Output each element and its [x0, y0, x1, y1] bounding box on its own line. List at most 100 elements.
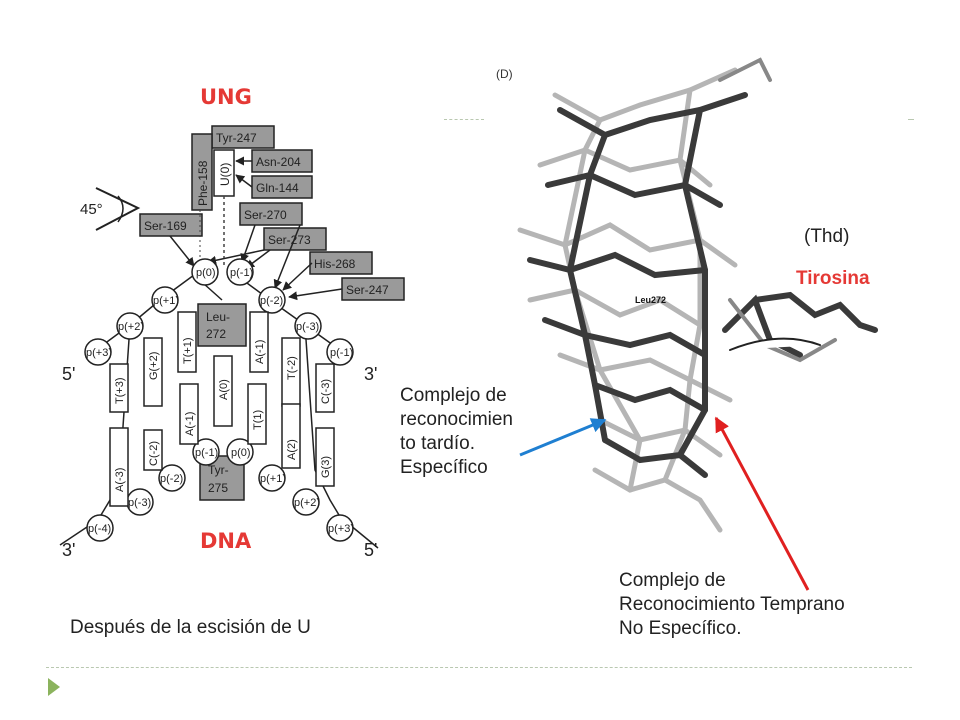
phosphate-pim2-label: p(-2) [160, 473, 183, 485]
base-g-p2-label: G(+2) [148, 352, 160, 380]
base-t-m2-label: T(-2) [286, 356, 298, 380]
his268-label: His-268 [314, 257, 356, 271]
phosphate-p0-label: p(0) [196, 267, 216, 279]
leu272-label-a: Leu- [206, 310, 230, 324]
base-a-im1 [179, 383, 199, 445]
dna-title: DNA [200, 529, 252, 553]
ser169-box [139, 213, 203, 237]
late-complex-arrow [519, 418, 607, 457]
base-t-p3-label: T(+3) [114, 377, 126, 404]
phosphate-pj1 [326, 338, 354, 366]
phosphate-pi1-label: p(-1) [195, 447, 218, 459]
phosphate-pp3-label: p(+3) [86, 347, 112, 359]
phosphate-pip3 [326, 514, 354, 542]
base-t-i1-label: T(1) [252, 410, 264, 430]
phosphate-pm1 [226, 258, 254, 286]
ung-title: UNG [200, 85, 252, 109]
base-t-i1 [247, 383, 267, 445]
phosphate-pip1-label: p(+1) [260, 473, 286, 485]
phosphate-pim4 [86, 514, 114, 542]
end-3prime-right: 3' [364, 364, 377, 384]
phosphate-pim2 [158, 464, 186, 492]
u0-label: U(0) [218, 163, 232, 186]
base-a-im3 [109, 427, 129, 507]
angle-label: 45° [80, 201, 103, 218]
tyr275-label-b: 275 [208, 481, 228, 495]
late-complex-line: to tardío. [400, 433, 475, 454]
phosphate-pi1 [192, 438, 220, 466]
late-complex-line: Complejo de [400, 385, 507, 406]
angle-indicator: 45° [80, 187, 141, 231]
phosphate-pm2 [258, 286, 286, 314]
late-complex-line: reconocimien [400, 409, 513, 430]
phosphate-pp2 [116, 312, 144, 340]
dna-stick-structure [517, 57, 878, 533]
gln144-label: Gln-144 [256, 181, 299, 195]
phosphate-pim4-label: p(-4) [88, 523, 111, 535]
phe158-box [191, 133, 213, 211]
phosphate-pp1-label: p(+1) [153, 295, 179, 307]
tyr247-label: Tyr-247 [216, 131, 257, 145]
phosphate-pm2-label: p(-2) [260, 295, 283, 307]
phe158-label: Phe-158 [196, 160, 210, 206]
panel-label: (D) [496, 67, 513, 81]
phosphate-pj1-label: p(-1) [330, 347, 353, 359]
asn204-label: Asn-204 [256, 155, 301, 169]
base-a-im3-label: A(-3) [114, 468, 126, 492]
base-c-im2 [143, 429, 163, 471]
end-5prime-right: 5' [364, 540, 377, 560]
phosphate-pip3-label: p(+3) [328, 523, 354, 535]
divider-top-left [444, 119, 484, 120]
base-t-p1-label: T(+1) [182, 337, 194, 364]
thd-label: (Thd) [804, 226, 849, 247]
ser270-label: Ser-270 [244, 208, 287, 222]
base-a-m1-label: A(-1) [254, 340, 266, 364]
early-complex-arrow [714, 416, 810, 591]
phosphate-pp1 [151, 286, 179, 314]
phosphate-pi0 [226, 438, 254, 466]
phosphate-pip2 [292, 488, 320, 516]
base-t-p1 [177, 311, 197, 373]
base-a-i2-label: A(2) [286, 439, 298, 460]
base-c-im2-label: C(-2) [148, 441, 160, 466]
phosphate-pp2-label: p(+2) [118, 321, 144, 333]
early-complex-caption: Complejo de Reconocimiento Temprano No E… [619, 569, 919, 641]
late-complex-caption: Complejo de reconocimien to tardío. Espe… [400, 384, 550, 480]
ser169-label: Ser-169 [144, 219, 187, 233]
phosphate-pm1-label: p(-1) [230, 267, 253, 279]
base-a-im1-label: A(-1) [184, 412, 196, 436]
base-g-p2 [143, 337, 163, 407]
divider-top-right [908, 119, 914, 120]
phosphate-pip1 [258, 464, 286, 492]
base-a-i2 [281, 403, 301, 469]
base-c-m3-label: C(-3) [320, 379, 332, 404]
his268-box [309, 251, 373, 275]
tyr275-label-a: Tyr- [208, 463, 229, 477]
late-complex-line: Específico [400, 457, 488, 478]
early-complex-line: Reconocimiento Temprano [619, 594, 845, 615]
early-complex-line: Complejo de [619, 570, 726, 591]
base-a-0 [213, 355, 233, 427]
phosphate-pi0-label: p(0) [231, 447, 251, 459]
phosphate-pm3-label: p(-3) [296, 321, 319, 333]
leu272-box [197, 303, 247, 347]
base-g-i3 [315, 427, 335, 487]
early-complex-line: No Específico. [619, 618, 742, 639]
ser270-box [239, 202, 303, 226]
phosphate-p0 [191, 258, 219, 286]
leu272-label: Leu272 [635, 295, 666, 305]
left-caption: Después de la escisión de U [70, 617, 311, 638]
base-t-p3 [109, 363, 129, 413]
phosphate-pip2-label: p(+2) [294, 497, 320, 509]
phosphate-pp3 [84, 338, 112, 366]
base-a-m1 [249, 311, 269, 373]
base-a-0-label: A(0) [218, 379, 230, 400]
triangle-right-icon[interactable] [48, 678, 60, 696]
tirosina-label: Tirosina [796, 268, 870, 289]
base-c-m3 [315, 363, 335, 413]
divider-bottom [46, 667, 912, 668]
phosphate-pm3 [294, 312, 322, 340]
base-g-i3-label: G(3) [320, 456, 332, 478]
end-3prime-left: 3' [62, 540, 75, 560]
